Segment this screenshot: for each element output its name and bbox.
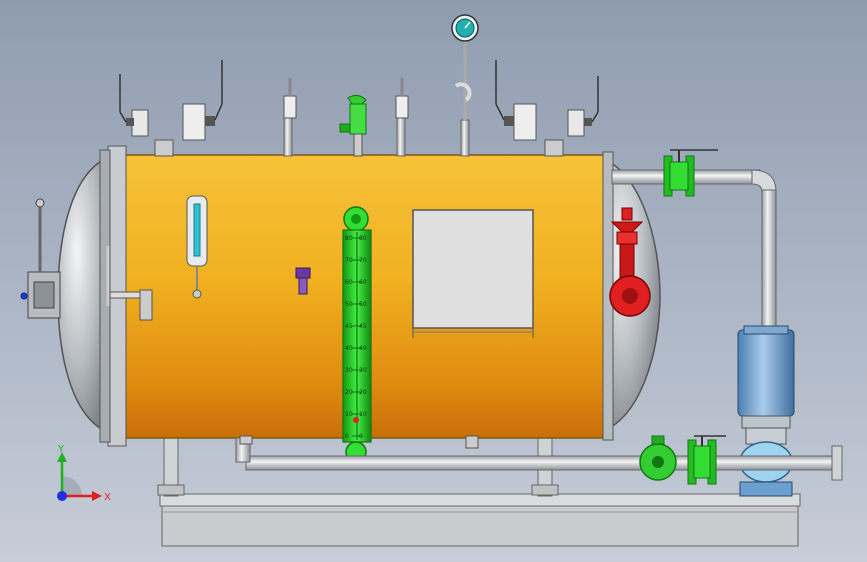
outlet-valve-green bbox=[663, 149, 718, 197]
pressure-gauge bbox=[451, 14, 479, 120]
gauge-tick-label: 70 bbox=[359, 257, 367, 264]
top-valve-right bbox=[567, 76, 599, 137]
gauge-tick-label: 40 bbox=[345, 345, 353, 352]
gauge-tick-label: 20 bbox=[345, 389, 353, 396]
inspection-panel bbox=[412, 209, 534, 338]
top-valve-left-2 bbox=[182, 60, 223, 141]
gauge-tick-label: 60 bbox=[345, 279, 353, 286]
gauge-tick-label: 20 bbox=[359, 389, 367, 396]
gauge-tick-label: 70 bbox=[345, 257, 353, 264]
door-handle-lever bbox=[106, 246, 153, 321]
gauge-ticks-right: 80 70 60 50 45 40 30 20 10 0 bbox=[357, 235, 367, 440]
gauge-tick-label: 10 bbox=[359, 411, 367, 418]
gauge-ticks-left: 80 70 60 50 45 40 30 20 10 0 bbox=[345, 235, 357, 440]
gauge-tick-label: 50 bbox=[345, 301, 353, 308]
top-valve-center-left bbox=[283, 78, 297, 119]
base-skid bbox=[159, 493, 801, 547]
gauge-tick-label: 60 bbox=[359, 279, 367, 286]
level-gauge: 80 70 60 50 45 40 30 20 10 0 80 70 60 50 45 40 30 20 10 0 bbox=[342, 206, 372, 463]
pump-motor bbox=[737, 325, 795, 445]
gauge-tick-label: 80 bbox=[359, 235, 367, 242]
gauge-tick-label: 40 bbox=[359, 345, 367, 352]
red-safety-valve bbox=[609, 207, 651, 317]
gauge-tick-label: 80 bbox=[345, 235, 353, 242]
gauge-tick-label: 30 bbox=[359, 367, 367, 374]
top-valve-center-right bbox=[395, 78, 409, 119]
gauge-tick-label: 0 bbox=[359, 433, 363, 440]
gauge-tick-label: 45 bbox=[345, 323, 353, 330]
gauge-tick-label: 45 bbox=[359, 323, 367, 330]
gauge-tick-label: 0 bbox=[345, 433, 349, 440]
axis-y-label: Y bbox=[57, 444, 65, 455]
top-valve-right-2 bbox=[495, 60, 537, 141]
gauge-tick-label: 10 bbox=[345, 411, 353, 418]
purple-valve bbox=[295, 267, 311, 295]
check-valve-green bbox=[687, 435, 726, 485]
coordinate-triad: Y X bbox=[57, 444, 111, 503]
door-lock-mechanism bbox=[20, 198, 61, 319]
axis-x-label: X bbox=[104, 492, 111, 503]
top-valve-left bbox=[119, 74, 149, 137]
gauge-tick-label: 30 bbox=[345, 367, 353, 374]
strainer-green bbox=[639, 435, 677, 481]
gauge-tick-label: 50 bbox=[359, 301, 367, 308]
sight-glass bbox=[186, 195, 208, 299]
green-pressure-valve bbox=[339, 94, 367, 157]
